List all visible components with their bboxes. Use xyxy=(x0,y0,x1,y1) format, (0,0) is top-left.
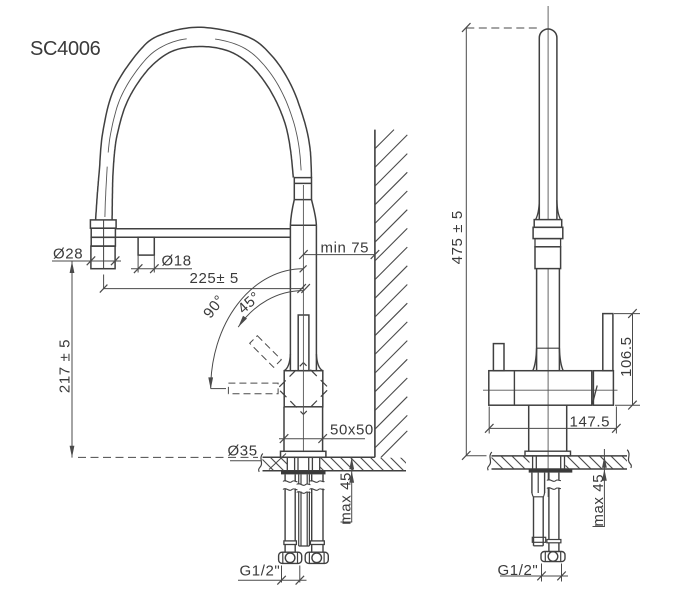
svg-text:max 45: max 45 xyxy=(337,472,354,525)
svg-text:217 ± 5: 217 ± 5 xyxy=(57,339,74,393)
svg-text:147.5: 147.5 xyxy=(570,414,611,431)
svg-text:50x50: 50x50 xyxy=(330,422,374,439)
svg-text:106.5: 106.5 xyxy=(618,336,635,377)
svg-text:Ø18: Ø18 xyxy=(162,252,192,269)
svg-text:min 75: min 75 xyxy=(321,240,370,257)
svg-text:475 ± 5: 475 ± 5 xyxy=(449,210,466,264)
svg-text:G1/2": G1/2" xyxy=(498,562,539,579)
svg-text:Ø28: Ø28 xyxy=(53,246,83,263)
svg-text:225± 5: 225± 5 xyxy=(190,270,239,287)
svg-text:G1/2": G1/2" xyxy=(240,563,281,580)
svg-text:max 45: max 45 xyxy=(590,474,607,527)
svg-text:Ø35: Ø35 xyxy=(228,443,258,460)
svg-text:SC4006: SC4006 xyxy=(30,38,101,60)
